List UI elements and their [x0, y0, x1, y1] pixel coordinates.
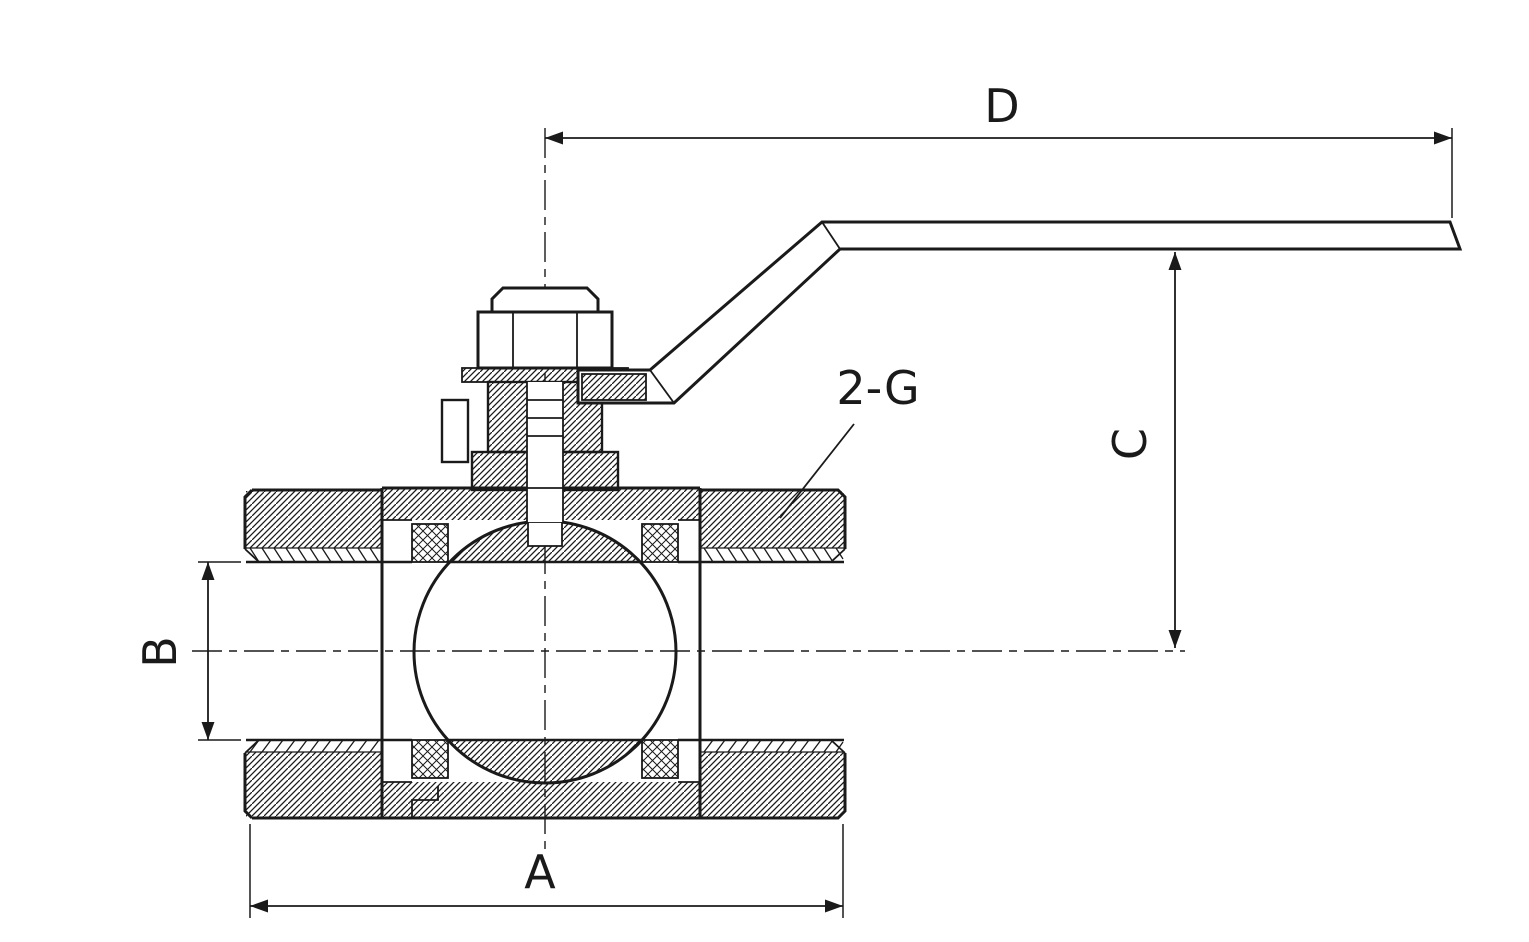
handle-lever [576, 220, 1463, 405]
ball [412, 519, 678, 785]
stem-channel [527, 382, 563, 522]
ball-bottom-segment-hatch [448, 740, 642, 783]
stem-nut-stack [476, 286, 614, 370]
right-port-top-wall-hatch [700, 491, 844, 548]
handle [576, 220, 1463, 405]
left-port-top-wall-hatch [246, 491, 381, 548]
seat-bottom-left [411, 739, 449, 779]
right-port-thread-ticks-top [703, 547, 844, 563]
right-port [698, 488, 847, 820]
dimension-d: D [545, 79, 1453, 218]
left-port-thread-crest [246, 547, 381, 753]
dimension-b: B [133, 561, 241, 741]
right-port-bottom-wall-hatch [700, 752, 844, 817]
handle-base-section-hatch [581, 373, 647, 401]
hex-nut-facets [512, 312, 578, 368]
thread-spec-label: 2-G [836, 361, 919, 415]
stem-hex-nut [476, 310, 614, 370]
seat-bottom-right [641, 739, 679, 779]
right-port-chamfers [830, 548, 846, 754]
dimension-c: C [1103, 252, 1182, 648]
dim-b-label: B [133, 636, 187, 668]
stem-detail-lines [526, 382, 564, 522]
side-tab [440, 398, 470, 464]
right-port-thread-crest [701, 547, 844, 753]
left-port [243, 488, 384, 820]
thread-annotation: 2-G [779, 361, 920, 519]
ball-stem-slot [527, 521, 563, 547]
thread-leader-line [779, 423, 855, 519]
left-port-bottom-wall-hatch [246, 752, 381, 817]
stem-top-cap [490, 286, 600, 314]
stem-assembly [440, 367, 629, 522]
left-port-thread-ticks-top [249, 547, 380, 563]
dim-d-label: D [984, 79, 1019, 133]
seat-top-left [411, 523, 449, 563]
centerlines [192, 128, 1185, 852]
seats [411, 523, 679, 779]
left-port-thread-ticks-bottom [249, 739, 380, 753]
dimension-a: A [249, 824, 844, 918]
right-port-thread-ticks-bottom [703, 739, 844, 753]
dim-c-label: C [1103, 428, 1157, 460]
seat-top-right [641, 523, 679, 563]
dim-a-label: A [524, 845, 556, 899]
center-body-inner-lines [383, 519, 700, 818]
handle-bend-lines [649, 221, 841, 404]
